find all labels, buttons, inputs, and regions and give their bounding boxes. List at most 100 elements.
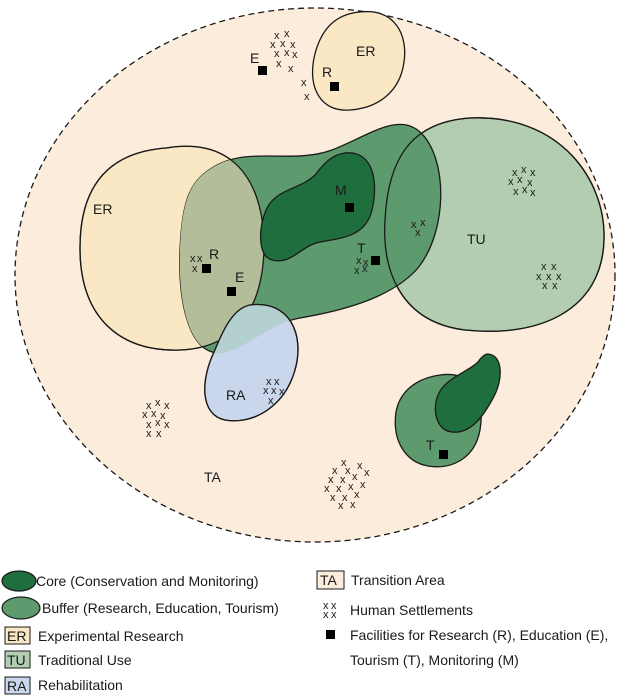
legend-core-swatch: [1, 570, 37, 592]
svg-text:x: x: [156, 428, 162, 440]
svg-text:x: x: [332, 465, 338, 477]
svg-text:x: x: [336, 483, 342, 495]
legend-traditional-label: Traditional Use: [38, 652, 132, 668]
experimental-research-left-outline: [79, 145, 265, 351]
svg-text:x: x: [527, 177, 533, 189]
svg-text:x: x: [274, 30, 280, 42]
svg-text:x: x: [411, 219, 417, 231]
svg-text:x: x: [530, 187, 536, 199]
svg-text:x: x: [522, 184, 528, 196]
facility-square: [439, 450, 448, 459]
svg-text:x: x: [530, 167, 536, 179]
svg-text:x: x: [356, 255, 362, 267]
legend-rehab-swatch: [4, 676, 31, 695]
svg-text:x: x: [284, 47, 290, 59]
svg-text:x: x: [146, 419, 152, 431]
facility-square: [202, 264, 211, 273]
svg-text:x: x: [342, 492, 348, 504]
svg-text:x: x: [364, 467, 370, 479]
legend-buffer-label: Buffer (Research, Education, Tourism): [42, 600, 279, 616]
legend-facilities-label-line1: Facilities for Research (R), Education (…: [350, 627, 608, 643]
svg-text:x: x: [331, 609, 337, 621]
svg-text:x: x: [360, 479, 366, 491]
svg-text:x: x: [160, 410, 166, 422]
svg-text:x: x: [276, 58, 282, 70]
svg-text:x: x: [345, 465, 351, 477]
svg-text:x: x: [142, 409, 148, 421]
legend-transition-swatch: [316, 570, 345, 590]
svg-text:x: x: [266, 376, 272, 388]
legend: Core (Conservation and Monitoring) Buffe…: [1, 570, 608, 695]
svg-text:x: x: [328, 474, 334, 486]
svg-text:x: x: [348, 481, 354, 493]
svg-text:x: x: [363, 257, 369, 269]
traditional-use-outline: [384, 117, 605, 332]
svg-text:x: x: [420, 217, 426, 229]
svg-text:x: x: [284, 28, 290, 40]
zone-label-experimental-top: ER: [356, 43, 375, 59]
svg-text:x: x: [279, 386, 285, 398]
facility-square: [258, 66, 267, 75]
svg-text:x: x: [288, 63, 294, 75]
legend-settlements-label: Human Settlements: [350, 602, 473, 618]
zone-label-rehabilitation: RA: [226, 387, 246, 403]
zone-label-transition: TA: [204, 469, 222, 485]
svg-text:x: x: [517, 174, 523, 186]
svg-text:x: x: [280, 38, 286, 50]
facility-label-t-small: T: [426, 437, 435, 453]
svg-text:x: x: [354, 265, 360, 277]
facility-markers: [202, 66, 448, 459]
svg-text:x: x: [155, 397, 161, 409]
svg-text:x: x: [164, 419, 170, 431]
svg-text:x: x: [338, 500, 344, 512]
svg-text:x: x: [146, 428, 152, 440]
zone-label-experimental-left: ER: [93, 201, 112, 217]
svg-text:x: x: [508, 176, 514, 188]
svg-text:x: x: [362, 263, 368, 275]
legend-transition-abbr: TA: [320, 572, 338, 588]
svg-text:x: x: [551, 261, 557, 273]
legend-core-label: Core (Conservation and Monitoring): [36, 573, 259, 589]
facility-square: [227, 287, 236, 296]
svg-text:x: x: [274, 376, 280, 388]
svg-text:x: x: [263, 385, 269, 397]
svg-text:x: x: [268, 395, 274, 407]
svg-text:x: x: [304, 91, 310, 103]
legend-experimental-swatch: [4, 626, 31, 645]
svg-text:x: x: [556, 271, 562, 283]
svg-text:x: x: [270, 39, 276, 51]
svg-text:x: x: [542, 280, 548, 292]
facility-label-r-top: R: [322, 64, 332, 80]
legend-rehab-abbr: RA: [7, 678, 27, 694]
facility-square: [345, 203, 354, 212]
facility-square: [371, 256, 380, 265]
core-zone-main: [260, 152, 376, 262]
svg-text:x: x: [341, 457, 347, 469]
legend-experimental-abbr: ER: [7, 628, 26, 644]
facility-square: [330, 82, 339, 91]
overlap-experimental-buffer: [179, 146, 265, 351]
svg-text:x: x: [164, 400, 170, 412]
svg-text:x: x: [521, 164, 527, 176]
legend-transition-label: Transition Area: [351, 572, 445, 588]
legend-facilities-label-line2: Tourism (T), Monitoring (M): [350, 652, 519, 668]
svg-text:x: x: [324, 483, 330, 495]
svg-text:x: x: [331, 600, 337, 612]
svg-text:x: x: [354, 489, 360, 501]
legend-traditional-swatch: [4, 650, 31, 669]
svg-text:x: x: [350, 499, 356, 511]
svg-text:x: x: [301, 77, 307, 89]
facility-label-m: M: [335, 182, 347, 198]
svg-text:x: x: [536, 271, 542, 283]
svg-text:x: x: [357, 460, 363, 472]
svg-text:x: x: [512, 167, 518, 179]
rehabilitation-outline: [204, 303, 299, 422]
svg-text:x: x: [197, 253, 203, 265]
svg-text:x: x: [271, 385, 277, 397]
svg-text:x: x: [155, 417, 161, 429]
legend-rehab-label: Rehabilitation: [38, 677, 123, 693]
legend-experimental-label: Experimental Research: [38, 628, 184, 644]
svg-text:x: x: [146, 400, 152, 412]
